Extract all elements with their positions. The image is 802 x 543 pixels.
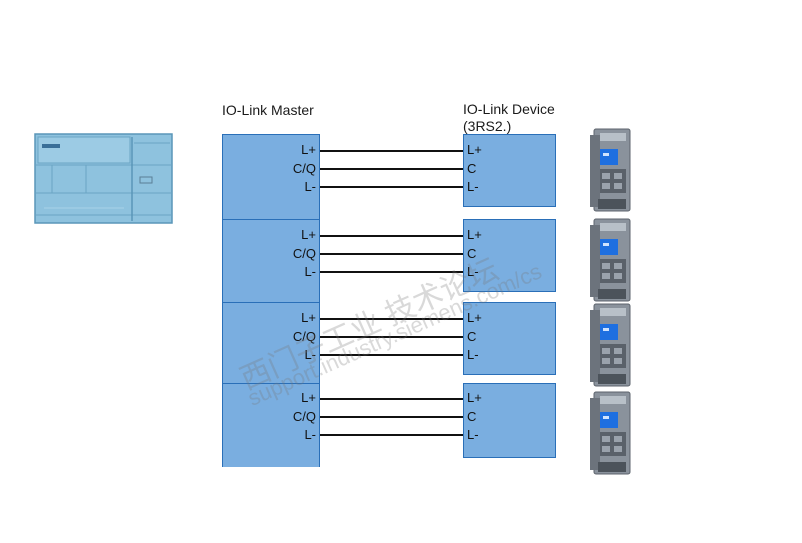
device-pin-lplus: L+: [467, 227, 482, 242]
display-screen: [600, 324, 618, 340]
device-module-image-4: [590, 391, 631, 475]
device-pin-c: C: [467, 409, 477, 424]
master-pin-cq: C/Q: [292, 246, 316, 261]
device-module-image-1: [590, 128, 631, 212]
master-pin-lplus: L+: [301, 142, 316, 157]
wire-ch2-lplus: [320, 235, 463, 237]
master-title: IO-Link Master: [222, 102, 314, 118]
device-module-image-2: [590, 218, 631, 302]
master-pin-lminus: L-: [304, 347, 316, 362]
wire-ch2-c: [320, 253, 463, 255]
wire-ch1-lminus: [320, 186, 463, 188]
device-channel-2: [463, 219, 556, 292]
master-pin-lminus: L-: [304, 427, 316, 442]
master-pin-lminus: L-: [304, 179, 316, 194]
plc-led: [42, 144, 60, 148]
wire-ch4-lplus: [320, 398, 463, 400]
display-screen: [600, 149, 618, 165]
device-pin-lplus: L+: [467, 310, 482, 325]
wire-ch3-lminus: [320, 354, 463, 356]
device-title: IO-Link Device: [463, 101, 555, 117]
master-pin-lplus: L+: [301, 310, 316, 325]
display-screen: [600, 239, 618, 255]
wire-ch3-lplus: [320, 318, 463, 320]
device-subtitle: (3RS2.): [463, 118, 512, 134]
wire-ch2-lminus: [320, 271, 463, 273]
device-pin-lminus: L-: [467, 427, 479, 442]
device-pin-lminus: L-: [467, 264, 479, 279]
wire-ch4-lminus: [320, 434, 463, 436]
plc-top-strip: [37, 136, 131, 164]
device-pin-lminus: L-: [467, 347, 479, 362]
device-channel-1: [463, 134, 556, 207]
device-channel-4: [463, 383, 556, 458]
device-pin-lplus: L+: [467, 390, 482, 405]
wire-ch4-c: [320, 416, 463, 418]
master-pin-lplus: L+: [301, 227, 316, 242]
master-pin-lminus: L-: [304, 264, 316, 279]
master-pin-cq: C/Q: [292, 409, 316, 424]
plc-controller-image: [34, 133, 173, 224]
device-channel-3: [463, 302, 556, 375]
master-pin-cq: C/Q: [292, 161, 316, 176]
wire-ch1-lplus: [320, 150, 463, 152]
device-pin-lminus: L-: [467, 179, 479, 194]
plc-port: [139, 176, 153, 184]
wire-ch1-c: [320, 168, 463, 170]
device-pin-c: C: [467, 329, 477, 344]
device-module-image-3: [590, 303, 631, 387]
device-pin-c: C: [467, 161, 477, 176]
device-pin-lplus: L+: [467, 142, 482, 157]
display-screen: [600, 412, 618, 428]
device-pin-c: C: [467, 246, 477, 261]
master-channel-4: [222, 383, 320, 467]
master-pin-lplus: L+: [301, 390, 316, 405]
master-pin-cq: C/Q: [292, 329, 316, 344]
wire-ch3-c: [320, 336, 463, 338]
